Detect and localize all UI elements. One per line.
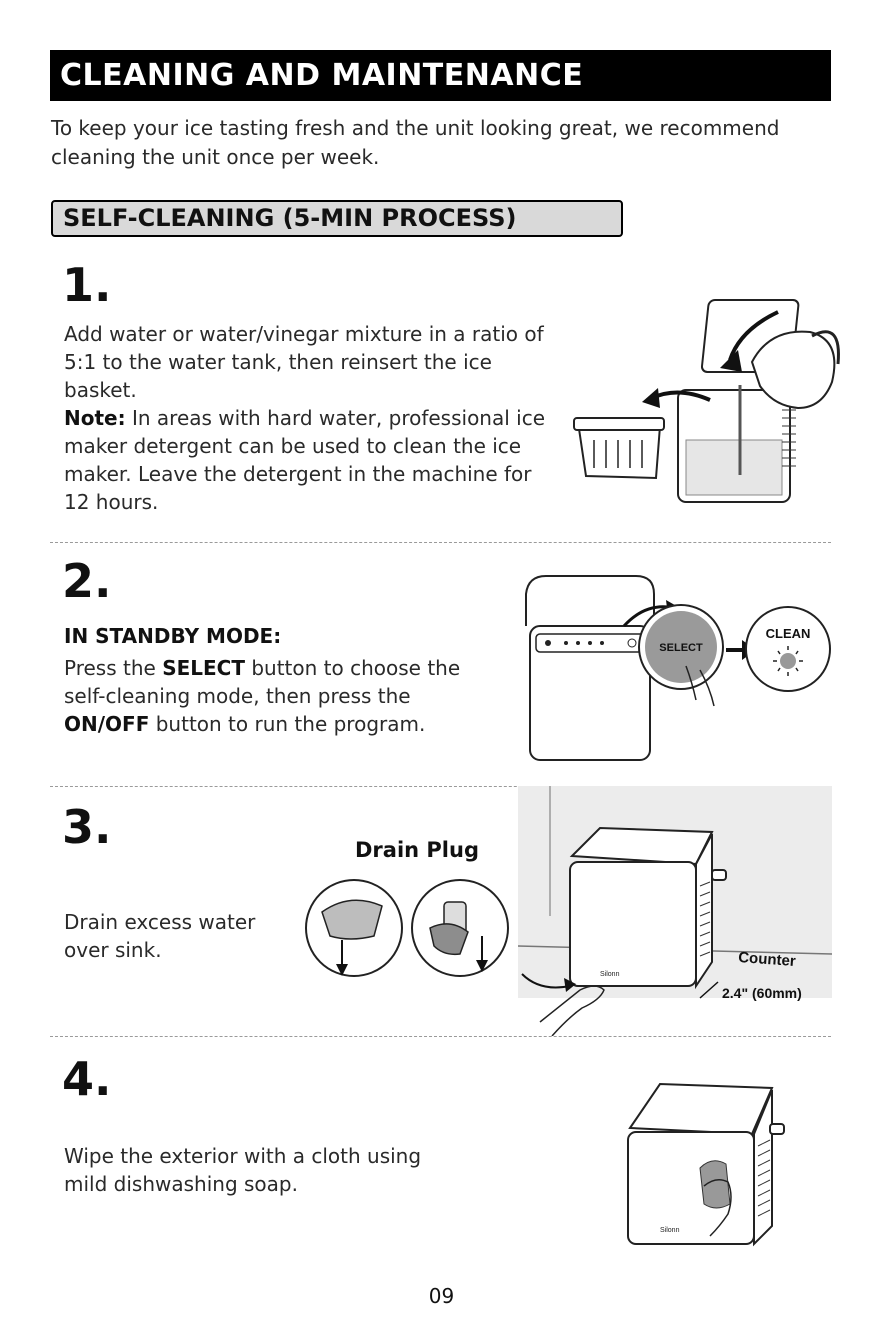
ice-maker-icon: Silonn <box>627 1082 785 1247</box>
divider <box>50 542 831 543</box>
hand-icon <box>703 1179 732 1237</box>
clean-indicator-icon: CLEAN <box>745 606 831 692</box>
counter-label: Counter <box>738 949 797 970</box>
page-number: 09 <box>428 1284 455 1308</box>
step-1-text: Add water or water/vinegar mixture in a … <box>64 322 544 402</box>
step-2-text-part: button to run the program. <box>149 712 426 736</box>
step-2-text: Press the SELECT button to choose the se… <box>64 654 464 738</box>
step-3-text: Drain excess water over sink. <box>64 910 256 962</box>
intro-text: To keep your ice tasting fresh and the u… <box>51 116 780 169</box>
note-text: In areas with hard water, professional i… <box>64 406 546 514</box>
note-label: Note: <box>64 406 126 430</box>
arrow-icon <box>728 310 779 361</box>
divider <box>50 1036 831 1037</box>
onoff-button-mention: ON/OFF <box>64 712 150 736</box>
brand-label: Silonn <box>660 1227 680 1234</box>
distance-label: 2.4" (60mm) <box>722 985 802 1001</box>
drain-plug-closeup-icon <box>411 879 509 977</box>
page-title: CLEANING AND MAINTENANCE <box>50 50 831 101</box>
step-2-text-part: button to choose the self-cleaning mode,… <box>64 656 461 708</box>
step-2-number: 2. <box>62 554 112 608</box>
step-2-illustration: SELECT CLEAN <box>525 575 831 761</box>
select-label: SELECT <box>659 642 703 654</box>
step-1-number: 1. <box>62 258 112 312</box>
step-1-note: Note: In areas with hard water, professi… <box>64 404 554 516</box>
ice-maker-front-icon <box>525 575 655 761</box>
step-3-illustration: Silonn Counter 2.4" (60mm) <box>305 786 832 1036</box>
brand-label: Silonn <box>600 971 620 978</box>
cloth-icon <box>699 1160 731 1209</box>
step-3-number: 3. <box>62 800 112 854</box>
pitcher-icon <box>750 330 840 410</box>
step-4-text: Wipe the exterior with a cloth using mil… <box>64 1144 422 1196</box>
drain-plug-closeup-icon <box>305 879 403 977</box>
hand-icon <box>685 665 715 707</box>
divider <box>50 786 831 787</box>
section-title: SELF-CLEANING (5-MIN PROCESS) <box>51 200 623 237</box>
select-button-mention: SELECT <box>162 656 245 680</box>
step-4-number: 4. <box>62 1052 112 1106</box>
step-1-illustration <box>573 299 840 503</box>
step-2-heading: IN STANDBY MODE: <box>64 624 282 648</box>
step-2-text-part: Press the <box>64 656 163 680</box>
ice-basket-icon <box>573 417 665 480</box>
select-button-icon: SELECT <box>638 604 724 707</box>
ice-maker-icon: Silonn <box>569 826 727 990</box>
drain-plug-label: Drain Plug <box>355 838 479 862</box>
clean-label: CLEAN <box>766 626 811 641</box>
hand-icon <box>539 985 605 1036</box>
step-4-illustration: Silonn <box>627 1082 785 1247</box>
